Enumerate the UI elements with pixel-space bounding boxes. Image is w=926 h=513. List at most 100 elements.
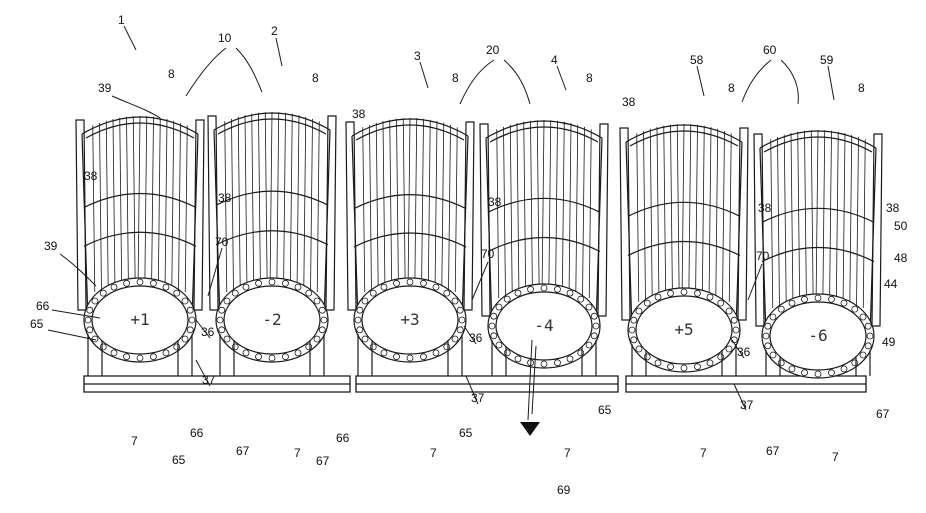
ref-label-rail: 38: [758, 201, 772, 215]
leader-line: [276, 38, 282, 66]
ref-label-drum-4: 4: [551, 53, 558, 67]
leader-line: [504, 60, 530, 104]
ref-label-base-c: 67: [766, 444, 780, 458]
drum-tube: [259, 113, 261, 292]
drum-tube: [682, 124, 684, 302]
ref-label-disc: 7: [131, 434, 138, 448]
drum-tube: [576, 125, 578, 298]
drum-tube: [637, 133, 639, 302]
ref-label-cap: 8: [586, 71, 593, 85]
drum-tube: [702, 126, 704, 302]
drum-tube: [297, 115, 299, 292]
drum-tube: [403, 118, 405, 292]
drum-tube: [729, 133, 731, 302]
drum-tube: [408, 118, 410, 292]
ref-label-rail: 38: [622, 95, 636, 109]
drum-tube: [304, 117, 306, 292]
drum-rail: [194, 120, 204, 310]
drum-tube: [138, 116, 140, 292]
ref-label-frame-b: 37: [202, 373, 216, 387]
drum-rail: [754, 134, 764, 326]
ref-label-frame-c: 70: [481, 247, 495, 261]
ref-label-rail: 38: [886, 201, 900, 215]
drum-rail: [598, 124, 608, 316]
drum: +1: [76, 116, 204, 376]
drum-tube: [455, 127, 457, 292]
drum-tube: [863, 139, 865, 308]
ref-label-drum-59: 59: [820, 53, 834, 67]
ref-label-cap: 8: [452, 71, 459, 85]
ref-label-frame-c: 70: [756, 249, 770, 263]
ref-label-disc: 7: [700, 446, 707, 460]
drum-tube: [583, 127, 585, 298]
ref-label-pair-60: 60: [763, 43, 777, 57]
ref-label-disc: 7: [564, 446, 571, 460]
ref-label-top-edge: 39: [98, 81, 112, 95]
ref-label-cap: 8: [168, 67, 175, 81]
drum-tube: [716, 129, 718, 302]
disc-number-label: -6: [808, 326, 827, 345]
leader-line: [781, 60, 798, 104]
ref-label-base-a: 65: [598, 403, 612, 417]
drum-tube: [165, 119, 167, 292]
drum-tube: [823, 130, 825, 308]
drum-tube: [497, 129, 499, 298]
drum-tube: [798, 132, 800, 308]
leader-line: [472, 262, 488, 300]
ref-label-base-b: 66: [336, 431, 350, 445]
ref-label-drum-2: 2: [271, 24, 278, 38]
drum-rail: [464, 122, 474, 310]
drum-tube: [113, 119, 115, 292]
drum-tube: [245, 115, 247, 292]
drum-tube: [850, 135, 852, 308]
drum-rail: [346, 122, 356, 310]
drum-tube: [671, 125, 673, 302]
drum-tube: [696, 125, 698, 302]
drum-tube: [363, 127, 365, 292]
drum-tube: [120, 118, 122, 292]
drum-tube: [657, 127, 659, 302]
drum-tube: [709, 127, 711, 302]
leader-line: [697, 66, 704, 96]
ref-label-frame-a: 36: [469, 331, 483, 345]
ref-label-cap: 8: [858, 81, 865, 95]
ref-label-disc: 7: [832, 450, 839, 464]
drum-tube: [172, 121, 174, 292]
ref-label-tube-a: 50: [894, 219, 908, 233]
drum-tube: [650, 129, 652, 302]
drum-rail: [480, 124, 490, 316]
drum-tube: [664, 126, 666, 302]
drum-tube: [791, 133, 793, 308]
drum-tube: [265, 112, 267, 292]
ref-label-cap: 8: [312, 71, 319, 85]
ref-label-pair-20: 20: [486, 43, 500, 57]
drum: +3: [346, 118, 474, 376]
drum-tube: [311, 119, 313, 292]
ref-label-base-b: 66: [190, 426, 204, 440]
drum-tube: [549, 120, 551, 298]
drum: -6: [754, 130, 882, 378]
ref-label-frame-c: 70: [215, 235, 229, 249]
drum-tube: [517, 123, 519, 298]
drum-tube: [537, 120, 539, 298]
ref-label-frame-b: 37: [471, 391, 485, 405]
ref-label-base-a: 65: [459, 426, 473, 440]
leader-line: [828, 66, 834, 100]
direction-arrow-icon: [520, 422, 540, 436]
drum-tube: [397, 119, 399, 292]
ref-label-frame-b: 37: [740, 398, 754, 412]
ref-label-frame-a: 36: [201, 325, 215, 339]
ref-label-rail: 38: [352, 107, 366, 121]
ref-label-rail: 38: [218, 191, 232, 205]
ref-label-cap: 8: [728, 81, 735, 95]
drum-rail: [76, 120, 86, 310]
ref-label-base-b: 66: [36, 299, 50, 313]
drum-tube: [185, 125, 187, 292]
drum-tube: [93, 125, 95, 292]
leader-line: [557, 66, 566, 90]
leader-line: [420, 62, 428, 88]
ref-label-base-a: 65: [172, 453, 186, 467]
drum-tube: [290, 114, 292, 292]
drum-tube: [843, 133, 845, 308]
